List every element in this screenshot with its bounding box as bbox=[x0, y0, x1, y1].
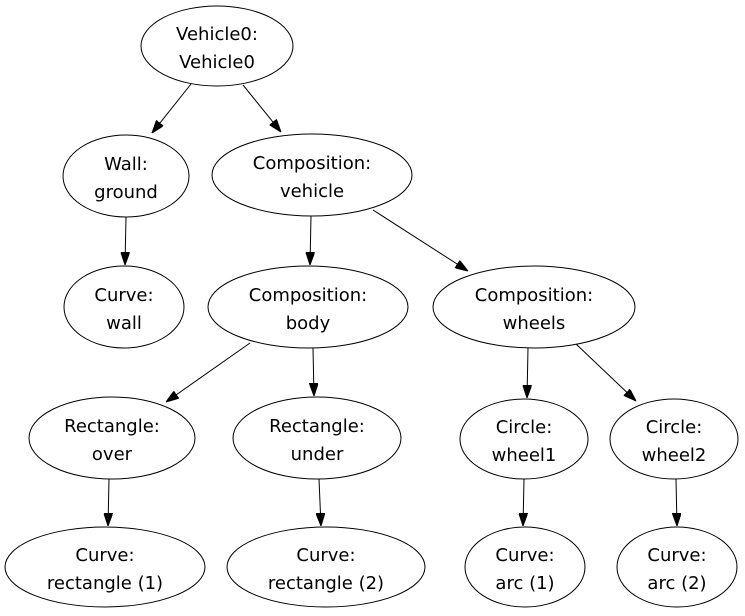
edge-wall-ground-to-curve-wall bbox=[125, 216, 126, 265]
edge-rectangle-over-to-curve-rectangle-1 bbox=[108, 478, 109, 526]
node-rectangle-under-ellipse bbox=[232, 396, 402, 480]
edge-vehicle0-to-composition-vehicle bbox=[242, 84, 281, 132]
node-curve-wall-label-line1: Curve: bbox=[94, 285, 153, 306]
edge-composition-wheels-to-circle-wheel1 bbox=[527, 347, 528, 398]
node-curve-arc-1: Curve: arc (1) bbox=[464, 526, 586, 608]
node-curve-arc-1-label-line2: arc (1) bbox=[495, 573, 554, 594]
node-curve-wall-label-line2: wall bbox=[106, 313, 142, 334]
node-circle-wheel1-label-line1: Circle: bbox=[496, 417, 553, 438]
node-composition-vehicle-label-line2: vehicle bbox=[280, 181, 344, 202]
node-composition-wheels-label-line2: wheels bbox=[503, 313, 566, 334]
node-rectangle-under: Rectangle: under bbox=[232, 396, 402, 480]
node-curve-arc-2-label-line2: arc (2) bbox=[647, 573, 706, 594]
edge-circle-wheel1-to-curve-arc-1 bbox=[523, 478, 524, 526]
edge-circle-wheel2-to-curve-arc-2 bbox=[676, 478, 677, 526]
node-rectangle-over-ellipse bbox=[28, 396, 196, 480]
node-curve-arc-2-label-line1: Curve: bbox=[647, 545, 706, 566]
node-curve-rectangle-2-ellipse bbox=[226, 526, 426, 608]
node-circle-wheel2-label-line1: Circle: bbox=[646, 417, 703, 438]
node-rectangle-under-label-line1: Rectangle: bbox=[269, 416, 365, 437]
node-composition-vehicle-label-line1: Composition: bbox=[253, 153, 371, 174]
edge-composition-vehicle-to-composition-body bbox=[310, 215, 311, 265]
node-curve-rectangle-2: Curve: rectangle (2) bbox=[226, 526, 426, 608]
node-curve-rectangle-2-label-line1: Curve: bbox=[296, 545, 355, 566]
node-composition-vehicle: Composition: vehicle bbox=[211, 133, 413, 217]
node-circle-wheel1-label-line2: wheel1 bbox=[492, 445, 557, 466]
node-composition-wheels: Composition: wheels bbox=[432, 265, 636, 349]
node-vehicle0: Vehicle0: Vehicle0 bbox=[140, 5, 294, 87]
node-curve-arc-1-ellipse bbox=[464, 526, 586, 608]
node-circle-wheel2: Circle: wheel2 bbox=[609, 398, 739, 480]
edge-vehicle0-to-wall-ground bbox=[152, 83, 192, 133]
node-curve-rectangle-1-ellipse bbox=[4, 526, 206, 608]
edge-composition-body-to-rectangle-under bbox=[313, 347, 314, 396]
node-composition-wheels-ellipse bbox=[432, 265, 636, 349]
node-wall-ground-label-line2: ground bbox=[94, 182, 158, 203]
node-composition-wheels-label-line1: Composition: bbox=[475, 285, 593, 306]
edge-composition-body-to-rectangle-over bbox=[166, 342, 251, 402]
node-curve-arc-1-label-line1: Curve: bbox=[495, 545, 554, 566]
node-circle-wheel2-label-line2: wheel2 bbox=[642, 445, 707, 466]
node-composition-vehicle-ellipse bbox=[211, 133, 413, 217]
node-circle-wheel2-ellipse bbox=[609, 398, 739, 480]
edge-composition-vehicle-to-composition-wheels bbox=[372, 209, 468, 271]
node-vehicle0-label-line1: Vehicle0: bbox=[176, 24, 258, 45]
node-composition-body-ellipse bbox=[207, 265, 409, 349]
node-rectangle-over-label-line1: Rectangle: bbox=[64, 416, 160, 437]
edge-rectangle-under-to-curve-rectangle-2 bbox=[319, 478, 321, 526]
node-rectangle-over: Rectangle: over bbox=[28, 396, 196, 480]
node-curve-rectangle-1-label-line2: rectangle (1) bbox=[47, 573, 163, 594]
node-wall-ground-ellipse bbox=[62, 134, 190, 218]
node-vehicle0-label-line2: Vehicle0 bbox=[179, 52, 255, 73]
node-rectangle-under-label-line2: under bbox=[291, 444, 344, 465]
edge-composition-wheels-to-circle-wheel2 bbox=[575, 343, 636, 401]
node-curve-rectangle-1-label-line1: Curve: bbox=[75, 545, 134, 566]
node-wall-ground-label-line1: Wall: bbox=[104, 154, 148, 175]
node-rectangle-over-label-line2: over bbox=[92, 444, 133, 465]
node-circle-wheel1-ellipse bbox=[459, 398, 589, 480]
node-vehicle0-ellipse bbox=[140, 5, 294, 87]
node-curve-arc-2: Curve: arc (2) bbox=[616, 526, 738, 608]
node-composition-body-label-line1: Composition: bbox=[249, 285, 367, 306]
node-curve-wall-ellipse bbox=[63, 265, 185, 349]
node-composition-body: Composition: body bbox=[207, 265, 409, 349]
node-circle-wheel1: Circle: wheel1 bbox=[459, 398, 589, 480]
node-curve-rectangle-2-label-line2: rectangle (2) bbox=[268, 573, 384, 594]
node-curve-rectangle-1: Curve: rectangle (1) bbox=[4, 526, 206, 608]
node-curve-wall: Curve: wall bbox=[63, 265, 185, 349]
node-curve-arc-2-ellipse bbox=[616, 526, 738, 608]
node-wall-ground: Wall: ground bbox=[62, 134, 190, 218]
node-composition-body-label-line2: body bbox=[286, 313, 331, 334]
